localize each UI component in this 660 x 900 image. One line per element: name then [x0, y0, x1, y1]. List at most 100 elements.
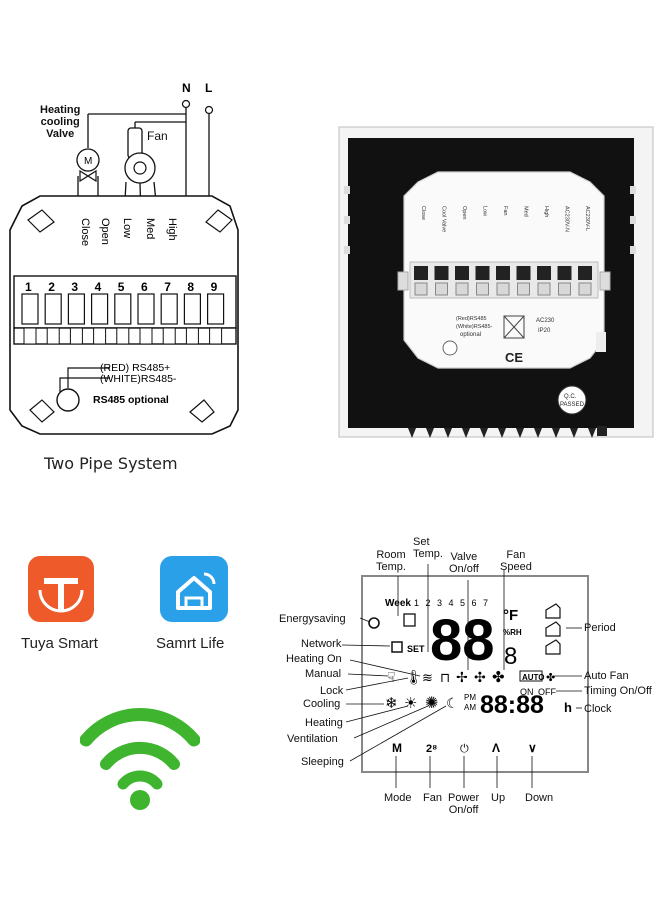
svg-text:IP20: IP20 [538, 328, 551, 334]
day-number: 6 [472, 598, 477, 608]
l-terminal-dot [204, 105, 214, 115]
small-digit: 8 [504, 643, 517, 670]
unit-f: °F [503, 607, 518, 624]
heating-on-callout: Heating On [286, 653, 342, 665]
terminal-screw-photo [475, 266, 490, 280]
terminal-screw-photo [455, 266, 469, 280]
terminal-slot-photo [476, 282, 489, 296]
terminal-screw [183, 293, 201, 325]
terminal-screw [207, 293, 225, 325]
callout-lines [341, 564, 582, 788]
terminal-slot-photo [517, 282, 530, 296]
terminal-slot [69, 327, 83, 345]
day-number: 5 [460, 598, 465, 608]
heating-callout: Heating [305, 717, 343, 729]
down-button[interactable]: ∨ [528, 741, 537, 755]
manual-callout: Manual [305, 668, 342, 680]
fan-label: Fan [147, 129, 168, 143]
terminal-number: 9 [211, 280, 218, 294]
sleeping-callout: Sleeping [301, 756, 344, 768]
lock-thermometer-icon: 🌡 [405, 669, 423, 685]
terminal-number: 6 [141, 280, 148, 294]
terminal-label: Open [99, 218, 111, 245]
am-label: AM [464, 703, 476, 712]
terminal-number: 1 [25, 280, 32, 294]
rs485-port-photo [442, 340, 458, 356]
terminal-screw [137, 293, 155, 325]
svg-text:Q.C.: Q.C. [564, 394, 577, 400]
terminal-slot [116, 327, 130, 345]
terminal-screw-photo [516, 266, 531, 280]
day-number: 7 [483, 598, 488, 608]
energysaving-callout: Energysaving [279, 613, 346, 625]
terminal-slot [46, 327, 60, 345]
n-terminal-dot [181, 99, 191, 109]
down-callout: Down [525, 792, 554, 804]
terminal-label-photo: Close [420, 206, 426, 220]
network-callout: Network [301, 638, 342, 650]
terminal-label: Close [79, 218, 91, 246]
terminal-label-photo: Low [482, 206, 488, 216]
terminal-screw-photo [434, 266, 449, 280]
terminal-number: 3 [71, 280, 78, 294]
network-icon [391, 641, 403, 653]
heating-cooling-valve-label: Heating cooling Valve [40, 104, 81, 140]
energysaving-icon [368, 617, 380, 629]
terminal-slot-photo [414, 282, 428, 296]
terminal-slot [209, 327, 223, 345]
hour-unit: h [564, 700, 572, 715]
house-wifi-icon [176, 572, 216, 610]
mode-callout: Mode [384, 792, 412, 804]
valve-motor-icon [76, 148, 100, 172]
lcd-frame [361, 575, 589, 773]
valve-icon: ⊓ [440, 670, 450, 685]
ventilation-icon: ✺ [425, 695, 438, 712]
terminal-screw-photo [496, 266, 510, 280]
room-temp-icon [403, 613, 416, 627]
terminal-slot [185, 327, 199, 345]
main-temp-digits: 88 [430, 608, 495, 673]
pm-label: PM [464, 693, 476, 702]
manual-icon: ☟ [387, 669, 396, 685]
sleeping-moon-icon: ☾ [446, 695, 459, 711]
fan-callout: Fan [423, 792, 442, 804]
day-number: 3 [437, 598, 442, 608]
terminal-label: Low [121, 218, 133, 238]
power-button[interactable]: ⏻ [460, 743, 469, 755]
fan-speed-high-icon: ✤ [492, 669, 505, 686]
clock-callout: Clock [584, 703, 612, 715]
weee-bin-icon [503, 315, 525, 339]
terminal-label-photo: High [543, 206, 549, 217]
day-number: 1 [414, 598, 419, 608]
on-label: ON [520, 687, 534, 697]
rs485-port-icon [56, 388, 80, 412]
mode-button[interactable]: M [392, 741, 402, 755]
ventilation-callout: Ventilation [287, 733, 338, 745]
day-number: 4 [449, 598, 454, 608]
terminal-number: 5 [118, 280, 125, 294]
terminal-label-photo: Med [523, 206, 529, 217]
terminal-slot [162, 327, 176, 345]
rs485-optional-label: RS485 optional [93, 394, 169, 406]
terminal-slot-photo [578, 282, 592, 296]
period-icons [545, 603, 561, 655]
up-button[interactable]: Λ [492, 741, 500, 755]
terminal-screw-photo [537, 266, 551, 280]
terminal-slot-photo [435, 282, 448, 296]
tuya-smart-label: Tuya Smart [21, 635, 98, 652]
two-pipe-system-caption: Two Pipe System [44, 454, 178, 473]
fan-speed-low-icon: ✢ [456, 669, 468, 685]
auto-label: AUTO [522, 673, 545, 682]
qc-passed-stamp [557, 385, 587, 415]
terminal-screw-photo [578, 266, 592, 280]
period-callout: Period [584, 622, 616, 634]
fan-button[interactable]: 2⁸ [426, 743, 437, 755]
terminal-screw [67, 293, 86, 325]
valve-motor-letter: M [84, 156, 92, 167]
auto-fan-callout: Auto Fan [584, 670, 629, 682]
svg-text:AC230: AC230 [536, 318, 555, 324]
terminal-label-photo: Cool Valve [441, 206, 447, 232]
